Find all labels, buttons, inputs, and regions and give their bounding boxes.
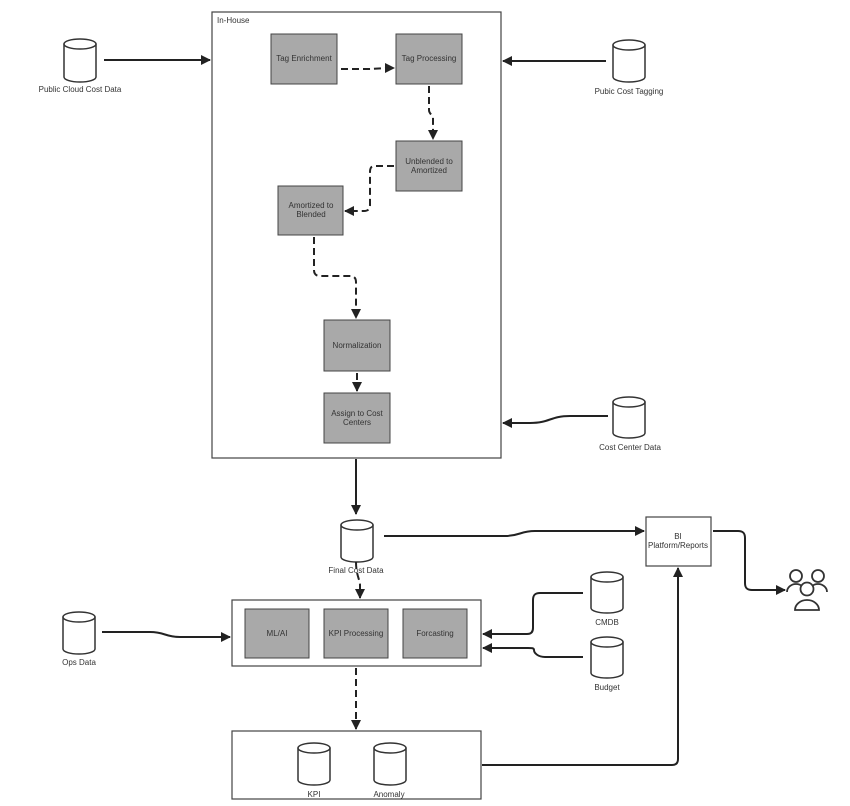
public-cloud-cost-data-database-icon: Public Cloud Cost Data [39,38,122,94]
svg-text:Anomaly: Anomaly [373,790,404,799]
unblended-to-amortized-blended-arrow [344,165,394,216]
svg-text:KPI Processing: KPI Processing [329,629,384,638]
unblended-to-amortized-box: Unblended to Amortized [395,140,463,192]
svg-text:Tag Processing: Tag Processing [402,54,457,63]
final-cost-to-analytics-arrow [355,561,365,599]
ops-data-to-analytics-arrow [102,631,231,642]
svg-text:Unblended to: Unblended to [405,157,453,166]
final-cost-to-bi-arrow [384,526,645,537]
assign-to-cost-centers-box: Assign to Cost Centers [323,392,391,444]
tag-enrichment-box: Tag Enrichment [270,33,338,85]
forecasting-box: Forcasting [402,608,468,659]
svg-text:Tag Enrichment: Tag Enrichment [276,54,332,63]
svg-text:Pubic Cost Tagging: Pubic Cost Tagging [595,87,664,96]
svg-text:Budget: Budget [594,683,620,692]
ml-ai-box: ML/AI [244,608,310,659]
svg-text:Cost Center Data: Cost Center Data [599,443,661,452]
svg-text:BI: BI [674,532,682,541]
ops-data-database-icon: Ops Data [62,611,96,667]
cmdb-to-analytics-arrow [482,592,583,639]
tag-processing-box: Tag Processing [395,33,463,85]
public-cost-tagging-database-icon: Pubic Cost Tagging [595,39,664,96]
budget-to-analytics-arrow [482,643,583,658]
svg-text:Ops Data: Ops Data [62,658,96,667]
svg-text:Platform/Reports: Platform/Reports [648,541,708,550]
svg-text:KPI: KPI [308,790,321,799]
svg-text:Centers: Centers [343,418,371,427]
amortized-to-blended-box: Amortized to Blended [277,185,344,236]
svg-text:Amortized to: Amortized to [289,201,334,210]
svg-text:ML/AI: ML/AI [267,629,288,638]
svg-text:Blended: Blended [296,210,325,219]
svg-text:CMDB: CMDB [595,618,619,627]
outputs-to-bi-arrow [482,567,683,766]
cost-center-data-database-icon: Cost Center Data [599,396,661,452]
svg-text:Forcasting: Forcasting [416,629,453,638]
svg-text:Final Cost Data: Final Cost Data [328,566,384,575]
cmdb-database-icon: CMDB [590,571,624,627]
normalization-box: Normalization [323,319,391,372]
users-icon [786,569,828,611]
outputs-container [231,730,482,800]
in-house-label: In-House [217,16,250,25]
final-cost-data-database-icon: Final Cost Data [328,519,384,575]
kpi-processing-box: KPI Processing [323,608,389,659]
budget-database-icon: Budget [590,636,624,692]
bi-to-users-arrow [713,530,786,595]
bi-platform-box: BI Platform/Reports [645,516,712,567]
svg-text:Amortized: Amortized [411,166,447,175]
tag-enrichment-to-tag-processing-arrow [341,63,395,74]
cost-center-data-to-in-house-arrow [502,415,608,428]
tag-processing-to-unblended-arrow [428,86,438,140]
svg-text:Public Cloud Cost Data: Public Cloud Cost Data [39,85,122,94]
svg-text:Assign to Cost: Assign to Cost [331,409,383,418]
svg-text:Normalization: Normalization [333,341,382,350]
amortized-blended-to-normalization-arrow [313,237,361,319]
kpi-database-icon: KPI [297,742,331,799]
anomaly-database-icon: Anomaly [373,742,407,799]
